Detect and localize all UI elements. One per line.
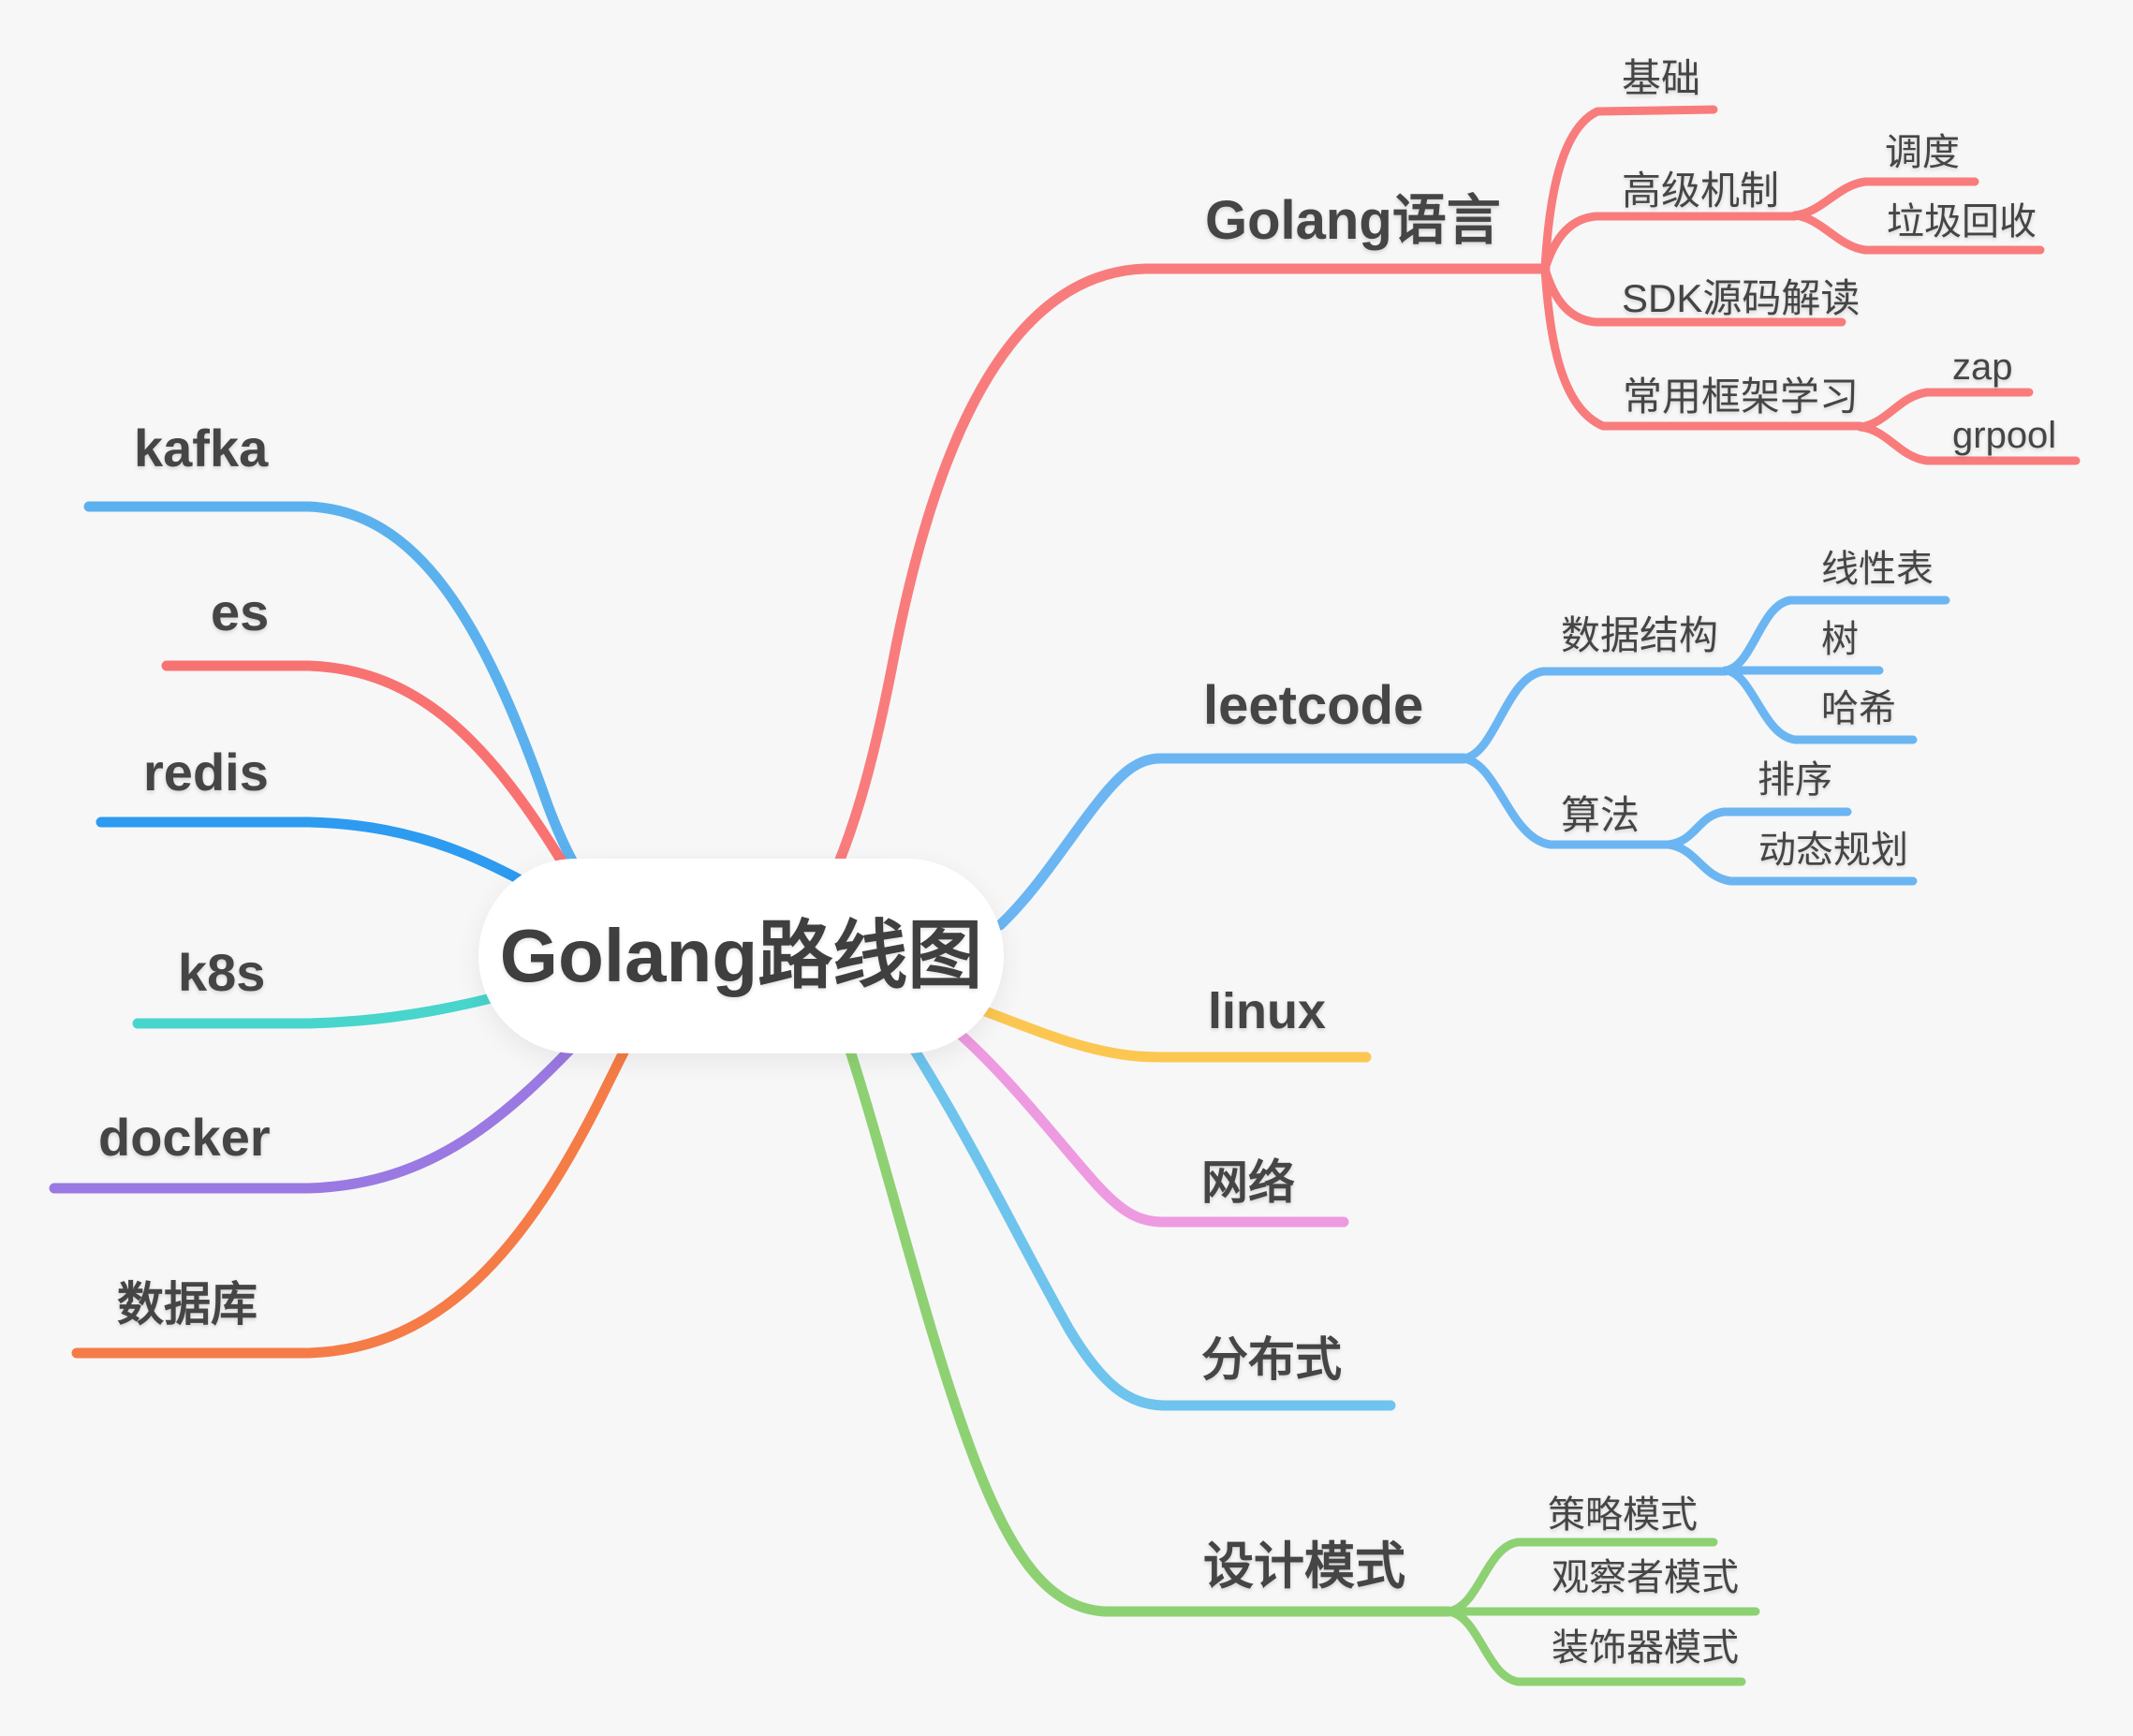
node-golang-frameworks[interactable]: 常用框架学习 [1623,375,1860,419]
node-sorting[interactable]: 排序 [1758,759,1832,801]
node-redis[interactable]: redis [143,743,269,802]
branch-line-kafka [83,501,625,931]
node-algorithms[interactable]: 算法 [1561,793,1640,837]
center-topic[interactable]: Golang路线图 [478,859,1004,1053]
node-design-patterns[interactable]: 设计模式 [1203,1538,1405,1595]
node-zap[interactable]: zap [1952,346,2013,388]
node-network[interactable]: 网络 [1201,1156,1295,1209]
node-leetcode[interactable]: leetcode [1203,675,1424,736]
node-observer-pattern[interactable]: 观察者模式 [1552,1557,1739,1598]
child-line-decorator-pattern [1444,1607,1746,1686]
node-decorator-pattern[interactable]: 装饰器模式 [1552,1627,1739,1669]
node-golang-basics[interactable]: 基础 [1622,56,1701,100]
child-line-algorithms [1459,754,1673,849]
child-line-dynamic-programming [1664,840,1918,886]
child-line-hash [1721,666,1918,744]
node-strategy-pattern[interactable]: 策略模式 [1548,1494,1698,1536]
node-database[interactable]: 数据库 [117,1278,257,1331]
branch-line-distributed [905,1037,1396,1411]
branch-line-leetcode [994,753,1469,931]
node-k8s[interactable]: k8s [178,943,266,1002]
node-kafka[interactable]: kafka [134,419,269,478]
node-linux[interactable]: linux [1208,983,1327,1039]
child-line-golang-basics [1540,105,1718,273]
child-line-golang-frameworks [1540,264,1865,431]
child-line-golang-advanced [1540,212,1800,273]
node-golang-sdk[interactable]: SDK源码解读 [1622,276,1861,320]
child-line-strategy-pattern [1444,1537,1718,1616]
branch-line-golang [818,263,1551,903]
branch-line-network [948,1022,1349,1228]
node-grpool[interactable]: grpool [1952,415,2057,456]
branch-line-linux [964,1000,1372,1063]
node-distributed[interactable]: 分布式 [1201,1333,1342,1386]
node-hash[interactable]: 哈希 [1821,688,1896,729]
node-docker[interactable]: docker [98,1108,271,1167]
child-line-golang-gc [1790,211,2045,255]
child-line-grpool [1856,422,2081,465]
node-golang-advanced[interactable]: 高级机制 [1622,169,1780,213]
node-es[interactable]: es [211,582,270,641]
node-dynamic-programming[interactable]: 动态规划 [1758,830,1908,871]
node-tree[interactable]: 树 [1821,619,1859,660]
node-golang-language[interactable]: Golang语言 [1205,190,1501,251]
node-golang-scheduling[interactable]: 调度 [1885,132,1960,173]
node-linear-list[interactable]: 线性表 [1821,549,1934,590]
node-golang-gc[interactable]: 垃圾回收 [1887,201,2037,243]
center-topic-label: Golang路线图 [499,914,983,997]
node-data-structures[interactable]: 数据结构 [1561,613,1719,657]
branch-line-design-patterns [843,1039,1454,1617]
child-line-data-structures [1459,667,1730,763]
